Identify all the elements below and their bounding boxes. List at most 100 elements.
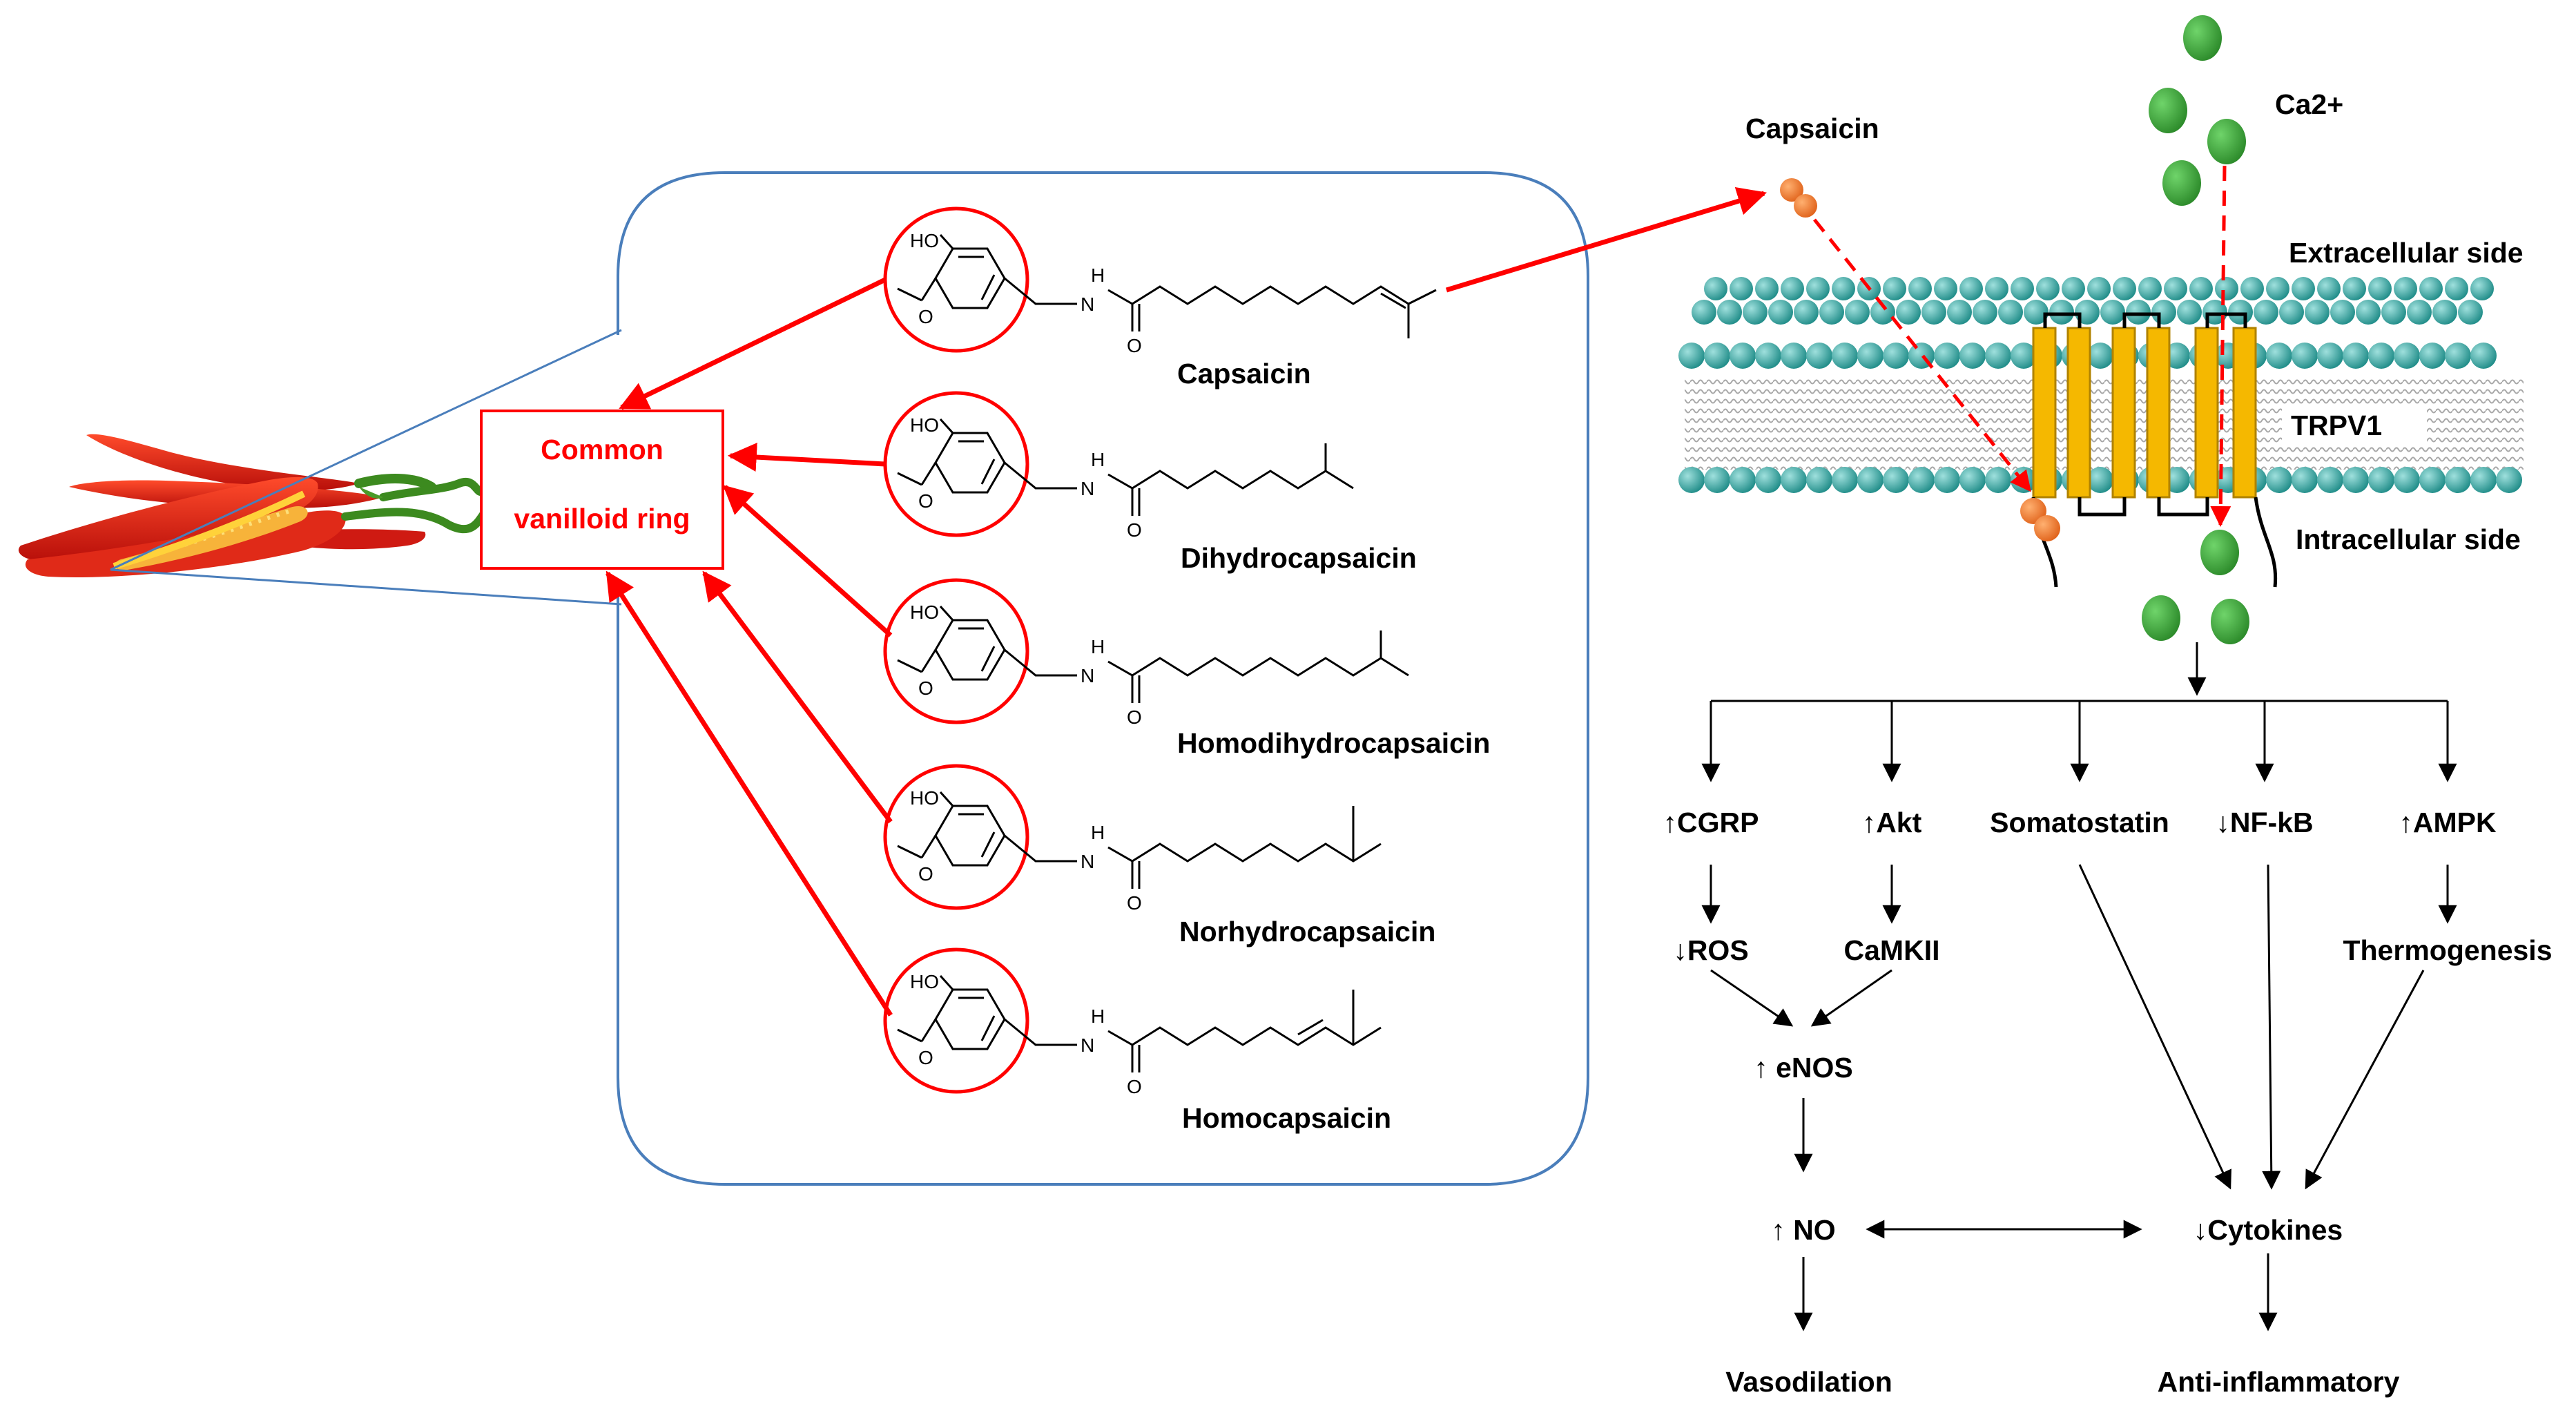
lipid-head-bead <box>2368 467 2394 493</box>
lipid-head-bead <box>2445 467 2471 493</box>
lipid-head-bead <box>1704 467 1730 493</box>
akt-label: ↑Akt <box>1862 807 1922 838</box>
lipid-head-bead <box>1857 343 1883 369</box>
somatostatin-label: Somatostatin <box>1990 807 2169 838</box>
svg-text:O: O <box>918 677 933 699</box>
lipid-head-bead <box>1704 277 1727 300</box>
lipid-head-bead <box>1755 343 1781 369</box>
lipid-head-bead <box>2240 277 2264 300</box>
capsaicin-molecule-top <box>1780 178 1817 218</box>
lipid-head-bead <box>1908 467 1935 493</box>
svg-text:O: O <box>918 306 933 327</box>
svg-text:HO: HO <box>910 414 939 436</box>
compound-capsaicin: HO O N H O Capsaicin <box>883 206 1437 389</box>
svg-text:O: O <box>918 490 933 512</box>
lipid-head-bead <box>1704 343 1730 369</box>
svg-text:O: O <box>1127 892 1142 914</box>
svg-text:HO: HO <box>910 971 939 992</box>
zoom-line-top <box>110 329 622 571</box>
lipid-head-bead <box>2024 300 2049 325</box>
cytokines-label: ↓Cytokines <box>2194 1214 2343 1246</box>
lipid-head-bead <box>1845 300 1870 325</box>
lipid-head-bead <box>1857 467 1883 493</box>
lipid-head-bead <box>2049 300 2074 325</box>
lipid-head-bead <box>2087 467 2113 493</box>
lipid-head-bead <box>1921 300 1946 325</box>
svg-text:O: O <box>918 863 933 885</box>
lipid-head-bead <box>1985 277 2008 300</box>
lipid-head-bead <box>2215 277 2238 300</box>
lipid-head-bead <box>2381 300 2406 325</box>
zoom-line-bottom <box>110 568 622 606</box>
svg-text:N: N <box>1081 1034 1094 1056</box>
lipid-head-bead <box>2458 300 2483 325</box>
lipid-head-bead <box>2343 467 2369 493</box>
lipid-head-bead <box>1883 467 1909 493</box>
lipid-head-bead <box>2151 300 2176 325</box>
calcium-label: Ca2+ <box>2275 88 2343 120</box>
lipid-head-bead <box>2356 300 2381 325</box>
anti-inflammatory-label: Anti-inflammatory <box>2158 1366 2400 1398</box>
lipid-head-bead <box>1678 467 1705 493</box>
pathway-connectors <box>1701 642 2457 1331</box>
lipid-head-bead <box>1806 467 1832 493</box>
lipid-head-bead <box>2330 300 2355 325</box>
lipid-head-bead <box>2343 277 2366 300</box>
lipid-head-bead <box>2368 343 2394 369</box>
compound-name-homocapsaicin: Homocapsaicin <box>1182 1102 1391 1134</box>
lipid-head-bead <box>2254 300 2278 325</box>
lipid-head-bead <box>1730 343 1756 369</box>
camkii-label: CaMKII <box>1844 934 1940 966</box>
lipid-head-bead <box>1998 300 2023 325</box>
lipid-head-bead <box>1959 277 1983 300</box>
enos-label: ↑ eNOS <box>1754 1052 1853 1084</box>
compound-norhydrocapsaicin: HO O N H O Norhydrocapsaicin <box>883 764 1435 947</box>
compound-panel-outline <box>617 171 1589 1186</box>
pathway-labels: ↑CGRP ↑Akt Somatostatin ↓NF-kB ↑AMPK ↓RO… <box>1663 807 2553 1398</box>
lipid-head-bead <box>2087 343 2113 369</box>
cgrp-label: ↑CGRP <box>1663 807 1759 838</box>
lipid-head-bead <box>2292 343 2318 369</box>
lipid-head-bead <box>2368 277 2392 300</box>
lipid-head-bead <box>1985 343 2011 369</box>
lipid-head-bead <box>2394 467 2420 493</box>
vanilloid-box-line1: Common <box>541 434 664 465</box>
lipid-head-bead <box>1730 277 1753 300</box>
lipid-head-bead <box>2470 343 2497 369</box>
lipid-head-bead <box>1806 343 1832 369</box>
lipid-head-bead <box>1934 277 1957 300</box>
lipid-head-bead <box>2470 467 2497 493</box>
lipid-head-bead <box>2292 467 2318 493</box>
lipid-head-bead <box>2036 277 2060 300</box>
svg-text:HO: HO <box>910 230 939 251</box>
lipid-head-bead <box>1819 300 1844 325</box>
lipid-head-bead <box>1832 467 1858 493</box>
ampk-label: ↑AMPK <box>2399 807 2497 838</box>
lipid-head-bead <box>1692 300 1716 325</box>
compound-homocapsaicin: HO O N H O Homocapsaicin <box>883 947 1391 1134</box>
compound-dihydrocapsaicin: HO O N H O Dihydrocapsaicin <box>883 391 1417 574</box>
lipid-head-bead <box>1985 467 2011 493</box>
lipid-head-bead <box>2138 277 2162 300</box>
svg-text:H: H <box>1091 1005 1105 1027</box>
lipid-head-bead <box>1717 300 1742 325</box>
capsaicin-molecule-bound <box>2020 498 2060 541</box>
vasodilation-label: Vasodilation <box>1725 1366 1892 1398</box>
common-vanilloid-ring-box: Common vanilloid ring <box>480 410 724 570</box>
lipid-head-bead <box>2394 343 2420 369</box>
svg-text:H: H <box>1091 449 1105 470</box>
lipid-head-bead <box>2419 277 2443 300</box>
lipid-bilayer <box>1678 277 2524 493</box>
lipid-head-bead <box>1755 467 1781 493</box>
lipid-head-bead <box>2062 277 2085 300</box>
lipid-head-bead <box>1781 343 1807 369</box>
lipid-head-bead <box>2228 300 2253 325</box>
lipid-head-bead <box>1959 467 1986 493</box>
capsaicin-entry-dashed-arrow <box>1813 218 2031 492</box>
svg-text:O: O <box>918 1047 933 1068</box>
capsaicin-top-label: Capsaicin <box>1745 113 1879 144</box>
lipid-head-bead <box>1794 300 1819 325</box>
lipid-head-bead <box>2164 277 2187 300</box>
calcium-influx-dashed-arrow <box>2210 165 2231 527</box>
